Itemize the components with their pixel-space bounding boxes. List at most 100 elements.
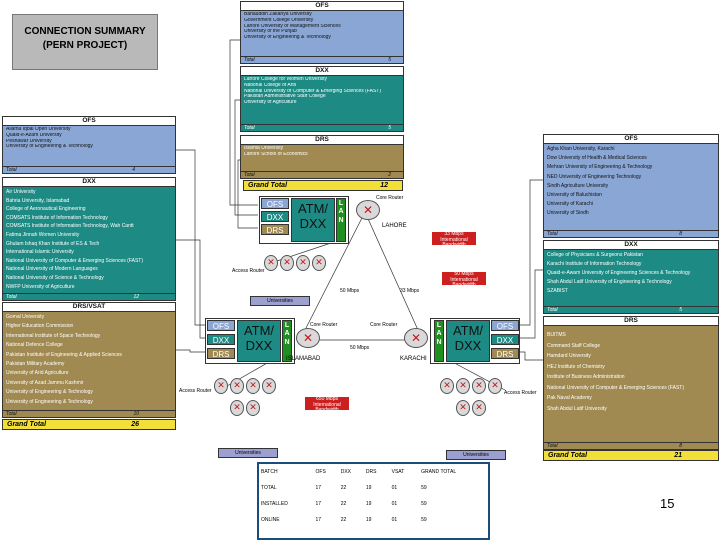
list-item: COMSATS Institute of Information Technol… [6,214,108,221]
access-router-icon [296,255,310,271]
karachi-access-router-label: Access Router [504,390,537,396]
access-router-icon [472,378,486,394]
list-item: National College of Arts [244,82,297,88]
left-dxx-list: Air University Bahria University, Islama… [3,187,175,292]
access-router-icon [262,378,276,394]
table-header: OFS [315,469,326,475]
karachi-city-label: KARACHI [400,356,427,362]
islamabad-drs-chip: DRS [207,348,235,359]
page-number: 15 [660,496,675,511]
table-cell: 17 [315,501,322,507]
list-item: Command Staff College [547,342,600,349]
left-drs-panel: DRS/VSAT Gomal University Higher Educati… [2,302,176,418]
table-cell: 22 [340,485,347,491]
list-item: Sindh Agriculture University [547,182,609,189]
list-item: National University of Modern Languages [6,266,98,273]
list-item: Quaid-e-Awam University of Engineering S… [547,270,691,276]
list-item: University of Engineering & Technology [244,35,331,41]
table-cell: 17 [315,517,322,523]
table-cell: 01 [391,485,398,491]
list-item: Hamdard University [547,353,591,359]
table-cell: 19 [365,517,372,523]
access-router-icon [230,378,244,394]
lahore-access-router-label: Access Router [232,268,265,274]
islamabad-access-router-label: Access Router [179,388,212,394]
list-item: Bahauddin Zakariya University [244,12,312,17]
islamabad-universities-box: Universities [218,448,278,458]
list-item: National University of Computer & Emergi… [244,88,381,94]
list-item: University of Engineering & Technology [6,144,93,150]
table-cell: 22 [340,501,347,507]
list-item: University of Agriculture [244,100,297,106]
list-item: International Institute of Space Technol… [6,332,101,339]
table-cell: 19 [365,485,372,491]
list-item: Ghulam Ishaq Khan Institute of ES & Tech [6,240,100,247]
list-item: College of Aeronautical Engineering [6,206,86,213]
right-drs-panel: DRS BUITMS Command Staff College Hamdard… [543,316,719,450]
list-item: Government College University [244,17,314,23]
list-item: Institute of Business Administration [547,374,625,380]
top-ofs-panel: OFS Bahauddin Zakariya University Govern… [240,1,404,64]
karachi-universities-box: Universities [446,450,506,460]
access-router-icon [264,255,278,271]
list-item: University of Karachi [547,201,593,208]
karachi-core-router-icon [404,328,428,348]
table-cell: 17 [315,485,322,491]
list-item: Air University [6,189,36,195]
list-item: Pak Naval Academy [547,395,592,401]
lahore-ofs-chip: OFS [261,198,289,209]
list-item: University of Azad Jammu Kashmir [6,379,84,386]
lahore-drs-chip: DRS [261,224,289,235]
list-item: Mehran University of Engineering & Techn… [547,164,653,171]
list-item: Lahore School of Economics [244,151,308,157]
access-router-icon [472,400,486,416]
access-router-icon [246,400,260,416]
right-dxx-panel: DXX College of Physicians & Surgeons Pak… [543,240,719,314]
list-item: National Defence College [6,342,63,349]
table-cell: 19 [365,501,372,507]
list-item: Agha Khan University, Karachi [547,146,615,152]
list-item: HEJ Institute of Chemistry [547,363,605,370]
right-ofs-list: Agha Khan University, Karachi Dow Univer… [544,144,718,220]
table-cell: 01 [391,501,398,507]
list-item: Fatima Jinnah Women University [6,231,80,238]
top-ofs-header: OFS [241,2,403,11]
list-item: Dow University of Health & Medical Scien… [547,155,647,162]
islamabad-dxx-chip: DXX [207,334,235,345]
access-router-icon [488,378,502,394]
islamabad-core-router-label: Core Router [310,322,338,328]
islamabad-core-router-icon [296,328,320,348]
top-dxx-list: Lahore College for Women University Nati… [241,76,403,107]
list-item: NWFP University of Agriculture [6,283,75,290]
list-item: University of Engineering & Technology [6,389,93,396]
lahore-core-router-icon [356,200,380,220]
list-item: Bahria University, Islamabad [6,197,70,204]
access-router-icon [230,400,244,416]
table-cell: ONLINE [261,517,280,523]
karachi-core-router-label: Core Router [370,322,398,328]
left-ofs-panel: OFS Allama Iqbal Open University Quaid-e… [2,116,176,174]
link-islamabad-lahore-label: 50 Mbps [340,288,360,294]
table-cell: 59 [421,517,427,523]
list-item: University of Baluchistan [547,192,602,199]
list-item: National University of Computer & Emergi… [6,257,143,264]
lahore-dxx-chip: DXX [261,211,289,222]
top-ofs-list: Bahauddin Zakariya University Government… [241,11,403,42]
list-item: University of Sindh [547,210,589,217]
list-item: Shah Abdul Latif University of Engineeri… [547,279,672,285]
lahore-atm-dxx: ATM/DXX [291,198,335,242]
